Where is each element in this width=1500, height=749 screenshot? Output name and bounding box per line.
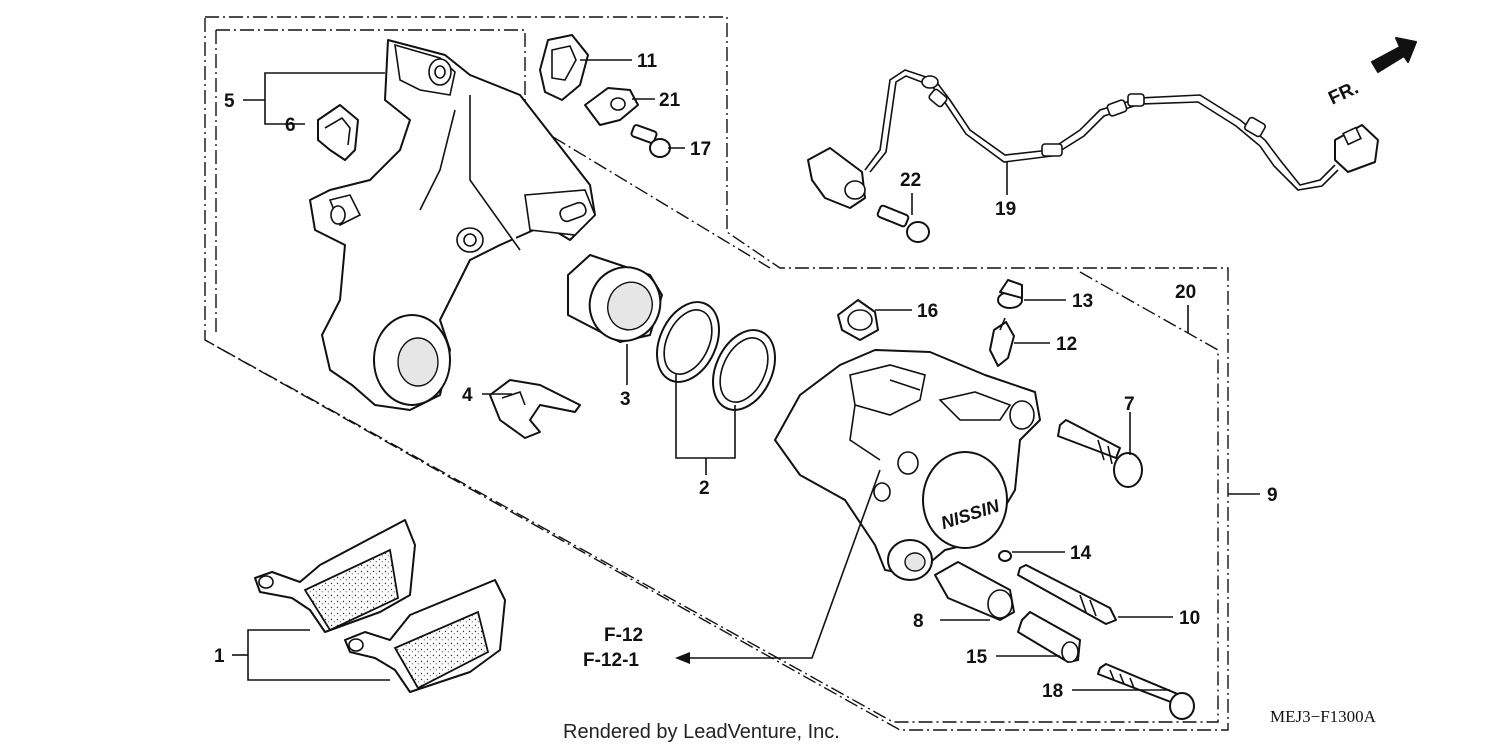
speed-sensor-cable (807, 69, 1379, 209)
caliper-piston (567, 254, 663, 343)
callout-15: 15 (966, 647, 988, 668)
bleeder-cap-13 (997, 279, 1023, 309)
pin-boot-8 (934, 561, 1015, 621)
callout-17: 17 (690, 139, 711, 160)
bolt-17 (630, 124, 671, 158)
bolt-18 (1097, 663, 1195, 720)
callout-16: 16 (917, 301, 938, 322)
reference-f12[interactable]: F-12 (604, 625, 643, 646)
callout-22: 22 (900, 170, 921, 191)
pin-bolt-10 (1017, 564, 1117, 625)
diagram-code: MEJ3−F1300A (1270, 707, 1377, 726)
brake-pad-set (254, 519, 506, 693)
callout-2: 2 (699, 478, 710, 499)
caliper-bracket (309, 39, 596, 411)
callout-8: 8 (913, 611, 924, 632)
render-credit: Rendered by LeadVenture, Inc. (563, 721, 840, 743)
front-direction-arrow: FR. (1325, 37, 1417, 109)
bolt-22 (876, 204, 930, 243)
callout-19: 19 (995, 199, 1016, 220)
slide-pin-7 (1057, 419, 1143, 488)
callout-7: 7 (1124, 394, 1135, 415)
callout-1: 1 (214, 646, 225, 667)
pad-retainer-clip (317, 104, 359, 161)
callout-18: 18 (1042, 681, 1063, 702)
bleeder-valve-12 (989, 317, 1015, 367)
callout-21: 21 (659, 90, 681, 111)
hose-clip-21 (584, 87, 639, 126)
assembly-outline-bracket (204, 16, 1229, 731)
o-ring-14 (998, 550, 1012, 562)
callout-13: 13 (1072, 291, 1093, 312)
bleeder-cap (837, 299, 879, 341)
sleeve-15 (1017, 611, 1081, 663)
callout-5: 5 (224, 91, 235, 112)
leader-lines (232, 59, 1260, 691)
caliper-body: NISSIN (774, 349, 1041, 581)
callout-4: 4 (462, 385, 473, 406)
callout-9: 9 (1267, 485, 1278, 506)
callout-11: 11 (637, 51, 658, 72)
front-direction-label: FR. (1325, 77, 1362, 109)
callout-labels: 5 6 11 21 17 22 19 20 16 13 12 3 4 7 2 9… (214, 51, 1278, 702)
hose-clip-11 (539, 34, 589, 101)
pad-spring (489, 379, 581, 439)
piston-seal-set (656, 301, 776, 411)
callout-14: 14 (1070, 543, 1092, 564)
callout-3: 3 (620, 389, 631, 410)
callout-20: 20 (1175, 282, 1196, 303)
assembly-outline-caliper (204, 271, 1219, 723)
callout-12: 12 (1056, 334, 1077, 355)
callout-10: 10 (1179, 608, 1200, 629)
callout-6: 6 (285, 115, 296, 136)
reference-f12-1[interactable]: F-12-1 (583, 650, 639, 671)
